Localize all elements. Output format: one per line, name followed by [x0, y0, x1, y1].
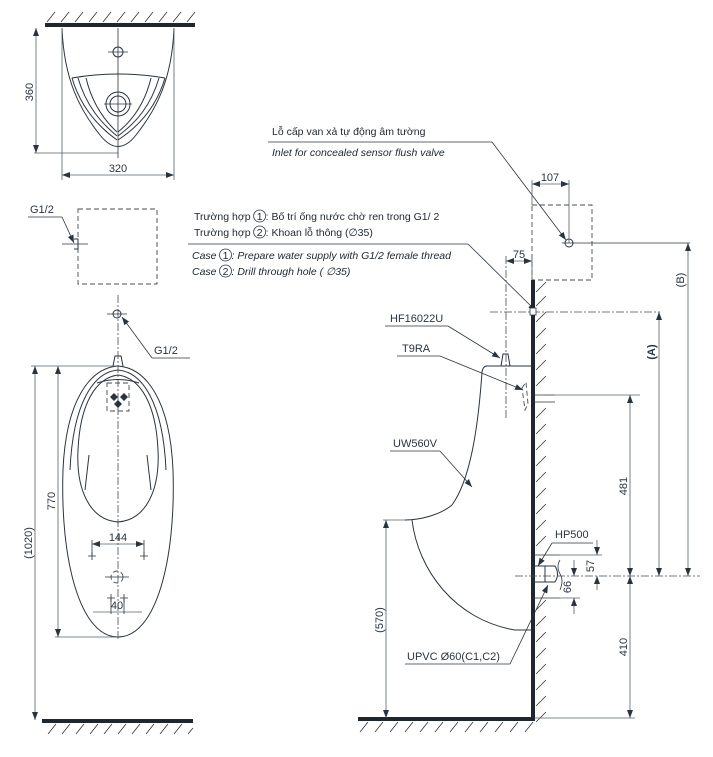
side-wall-hatch — [535, 281, 547, 723]
dim-481-text: 481 — [618, 477, 630, 495]
part-t9ra: T9RA — [402, 343, 431, 355]
front-view: G1/2 G1/2 144 40 — [23, 204, 194, 735]
svg-text:1: 1 — [257, 211, 263, 223]
dim-a-text: (A) — [646, 344, 658, 360]
valve-recess-box — [531, 204, 593, 281]
svg-text:Case: Case — [192, 250, 217, 262]
svg-text:2: 2 — [257, 227, 263, 239]
svg-text:1: 1 — [223, 250, 229, 262]
urinal-side-outline — [404, 365, 533, 521]
svg-text:: Khoan lỗ thông (∅35): : Khoan lỗ thông (∅35) — [266, 226, 373, 239]
top-wall-hatch — [46, 11, 196, 23]
top-bowl-rim — [71, 73, 166, 79]
dim-144-text: 144 — [109, 532, 127, 544]
dim-320-text: 320 — [109, 163, 127, 175]
side-floor-hatch — [359, 721, 534, 733]
svg-text:: Bố trí ống nước chờ ren tron: : Bố trí ống nước chờ ren trong G1/ 2 — [266, 211, 440, 223]
svg-text:Trường hợp: Trường hợp — [194, 227, 251, 239]
case-leader — [467, 243, 537, 312]
g12-label-bottom: G1/2 — [154, 345, 178, 357]
dim-40-text: 40 — [111, 600, 123, 612]
case-note-vi-1: Trường hợp 1 : Bố trí ống nước chờ ren t… — [194, 209, 440, 223]
svg-text:2: 2 — [223, 266, 229, 278]
dim-b-text: (B) — [675, 273, 687, 288]
svg-text:: Drill through hole ( ∅35): : Drill through hole ( ∅35) — [232, 266, 351, 278]
svg-text:: Prepare water supply with G1: : Prepare water supply with G1/2 female … — [232, 250, 453, 262]
valve-box-outline — [77, 208, 158, 285]
side-view: Lỗ cấp van xả tự động âm tường Inlet for… — [188, 125, 700, 733]
dim-107-text: 107 — [541, 172, 559, 184]
top-view: 360 320 — [24, 11, 196, 180]
g12-label-top: G1/2 — [30, 204, 54, 216]
front-floor-hatch — [47, 723, 194, 735]
dim-57-text: 57 — [585, 560, 597, 572]
dim-410-text: 410 — [618, 638, 630, 656]
part-uw560v: UW560V — [393, 438, 438, 450]
part-hp500: HP500 — [555, 529, 589, 541]
dim-66-text: 66 — [562, 581, 574, 593]
svg-text:Case: Case — [192, 266, 217, 278]
part-hf16022u: HF16022U — [390, 313, 443, 325]
dim-570-text: (570) — [374, 607, 386, 633]
dim-75-text: 75 — [513, 249, 525, 261]
inlet-note-vi: Lỗ cấp van xả tự động âm tường — [272, 125, 426, 138]
svg-text:Trường hợp: Trường hợp — [194, 211, 251, 223]
inlet-leader — [491, 141, 567, 241]
case-note-en-2: Case 2 : Drill through hole ( ∅35) — [192, 264, 351, 278]
case-note-vi-2: Trường hợp 2 : Khoan lỗ thông (∅35) — [194, 225, 373, 239]
dim-360-text: 360 — [24, 83, 36, 101]
dim-1020-text: (1020) — [23, 527, 35, 559]
inlet-note-en: Inlet for concealed sensor flush valve — [272, 147, 445, 159]
part-upvc: UPVC Ø60(C1,C2) — [407, 651, 500, 663]
case-note-en-1: Case 1 : Prepare water supply with G1/2 … — [192, 248, 453, 262]
dim-770-text: 770 — [46, 492, 58, 510]
